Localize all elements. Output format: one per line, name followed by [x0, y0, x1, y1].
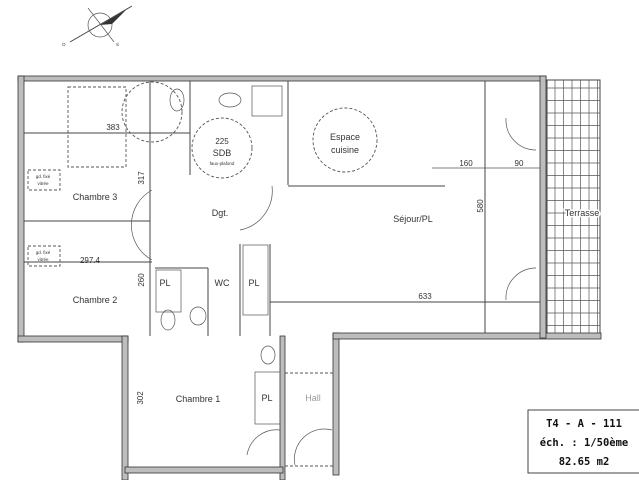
room-label-chambre-3: Chambre 3 — [73, 192, 118, 202]
room-label-pl: PL — [248, 278, 259, 288]
dimension-label: 160 — [459, 159, 473, 168]
window-note: gd. fixé — [36, 250, 51, 255]
room-label-terrasse: Terrasse — [565, 208, 600, 218]
title-block: T4 - A - 111 éch. : 1/50ème 82.65 m2 — [527, 409, 639, 474]
room-label-dgt: Dgt. — [212, 208, 229, 218]
dimension-label: 225 — [215, 137, 229, 146]
title-block-reference: T4 - A - 111 — [546, 418, 622, 430]
window-note: vitrée — [37, 181, 49, 186]
room-label-wc: WC — [215, 278, 230, 288]
title-block-scale: éch. : 1/50ème — [540, 437, 629, 449]
dimension-label: 260 — [137, 273, 146, 287]
dimension-label: 302 — [136, 391, 145, 405]
terrace-tiles — [546, 79, 601, 337]
room-label-pl: PL — [261, 393, 272, 403]
room-label-hall: Hall — [305, 393, 321, 403]
dimension-label: 383 — [106, 123, 120, 132]
compass-icon: O S — [62, 5, 133, 47]
room-label-sdb: SDB — [213, 148, 232, 158]
dimension-label: 580 — [476, 199, 485, 213]
dimension-label: 90 — [515, 159, 524, 168]
room-label-sejour: Séjour/PL — [393, 214, 433, 224]
room-label-espace-cuisine: Espace — [330, 132, 360, 142]
svg-text:O: O — [62, 42, 66, 47]
title-block-area: 82.65 m2 — [559, 456, 610, 468]
window-note: gd. fixé — [36, 174, 51, 179]
room-label-chambre-2: Chambre 2 — [73, 295, 118, 305]
dimension-label: 317 — [137, 171, 146, 185]
room-label-espace-cuisine: cuisine — [331, 145, 359, 155]
svg-text:S: S — [116, 42, 119, 47]
room-label-pl: PL — [159, 278, 170, 288]
window-note: vitrée — [37, 257, 49, 262]
dimension-label: 633 — [418, 292, 432, 301]
outer-walls — [17, 75, 602, 480]
interior-walls — [24, 81, 540, 467]
dimension-label: 297.4 — [80, 256, 101, 265]
sdb-note: faux-plafond — [210, 161, 235, 166]
room-label-chambre-1: Chambre 1 — [176, 394, 221, 404]
